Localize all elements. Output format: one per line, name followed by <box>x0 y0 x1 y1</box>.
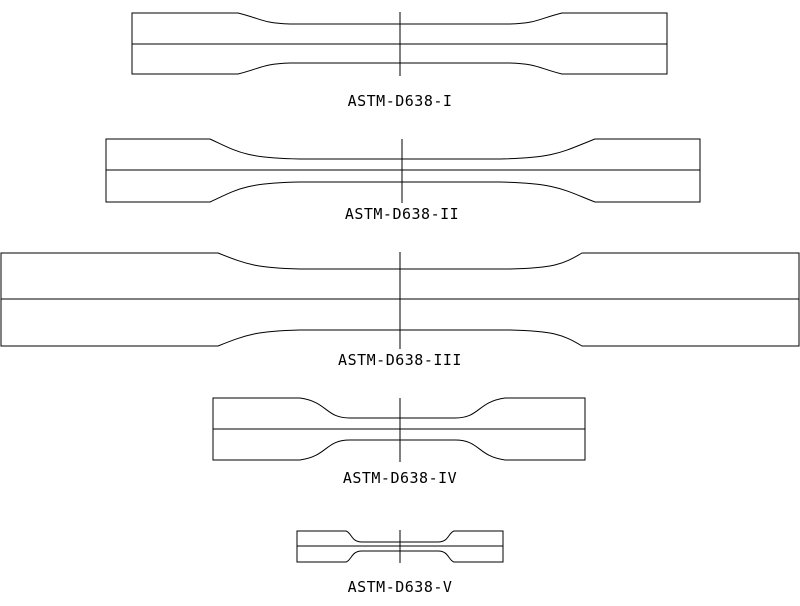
specimen-type-v: ASTM-D638-V <box>296 530 504 596</box>
specimen-type-i-label: ASTM-D638-I <box>348 92 453 110</box>
specimen-type-iv-outline <box>212 397 586 461</box>
specimen-type-ii-label: ASTM-D638-II <box>345 205 459 223</box>
specimen-type-ii: ASTM-D638-II <box>105 138 701 223</box>
specimen-type-ii-outline <box>105 138 701 203</box>
specimen-type-v-label: ASTM-D638-V <box>348 578 453 596</box>
specimen-type-iii: ASTM-D638-III <box>0 252 800 369</box>
specimen-type-iii-outline <box>0 252 800 347</box>
specimen-type-i-outline <box>131 12 668 75</box>
specimen-type-v-outline <box>296 530 504 563</box>
specimen-type-iv-label: ASTM-D638-IV <box>343 469 457 487</box>
specimen-type-i: ASTM-D638-I <box>131 12 668 110</box>
specimen-type-iii-label: ASTM-D638-III <box>338 351 462 369</box>
specimen-type-iv: ASTM-D638-IV <box>212 397 586 487</box>
